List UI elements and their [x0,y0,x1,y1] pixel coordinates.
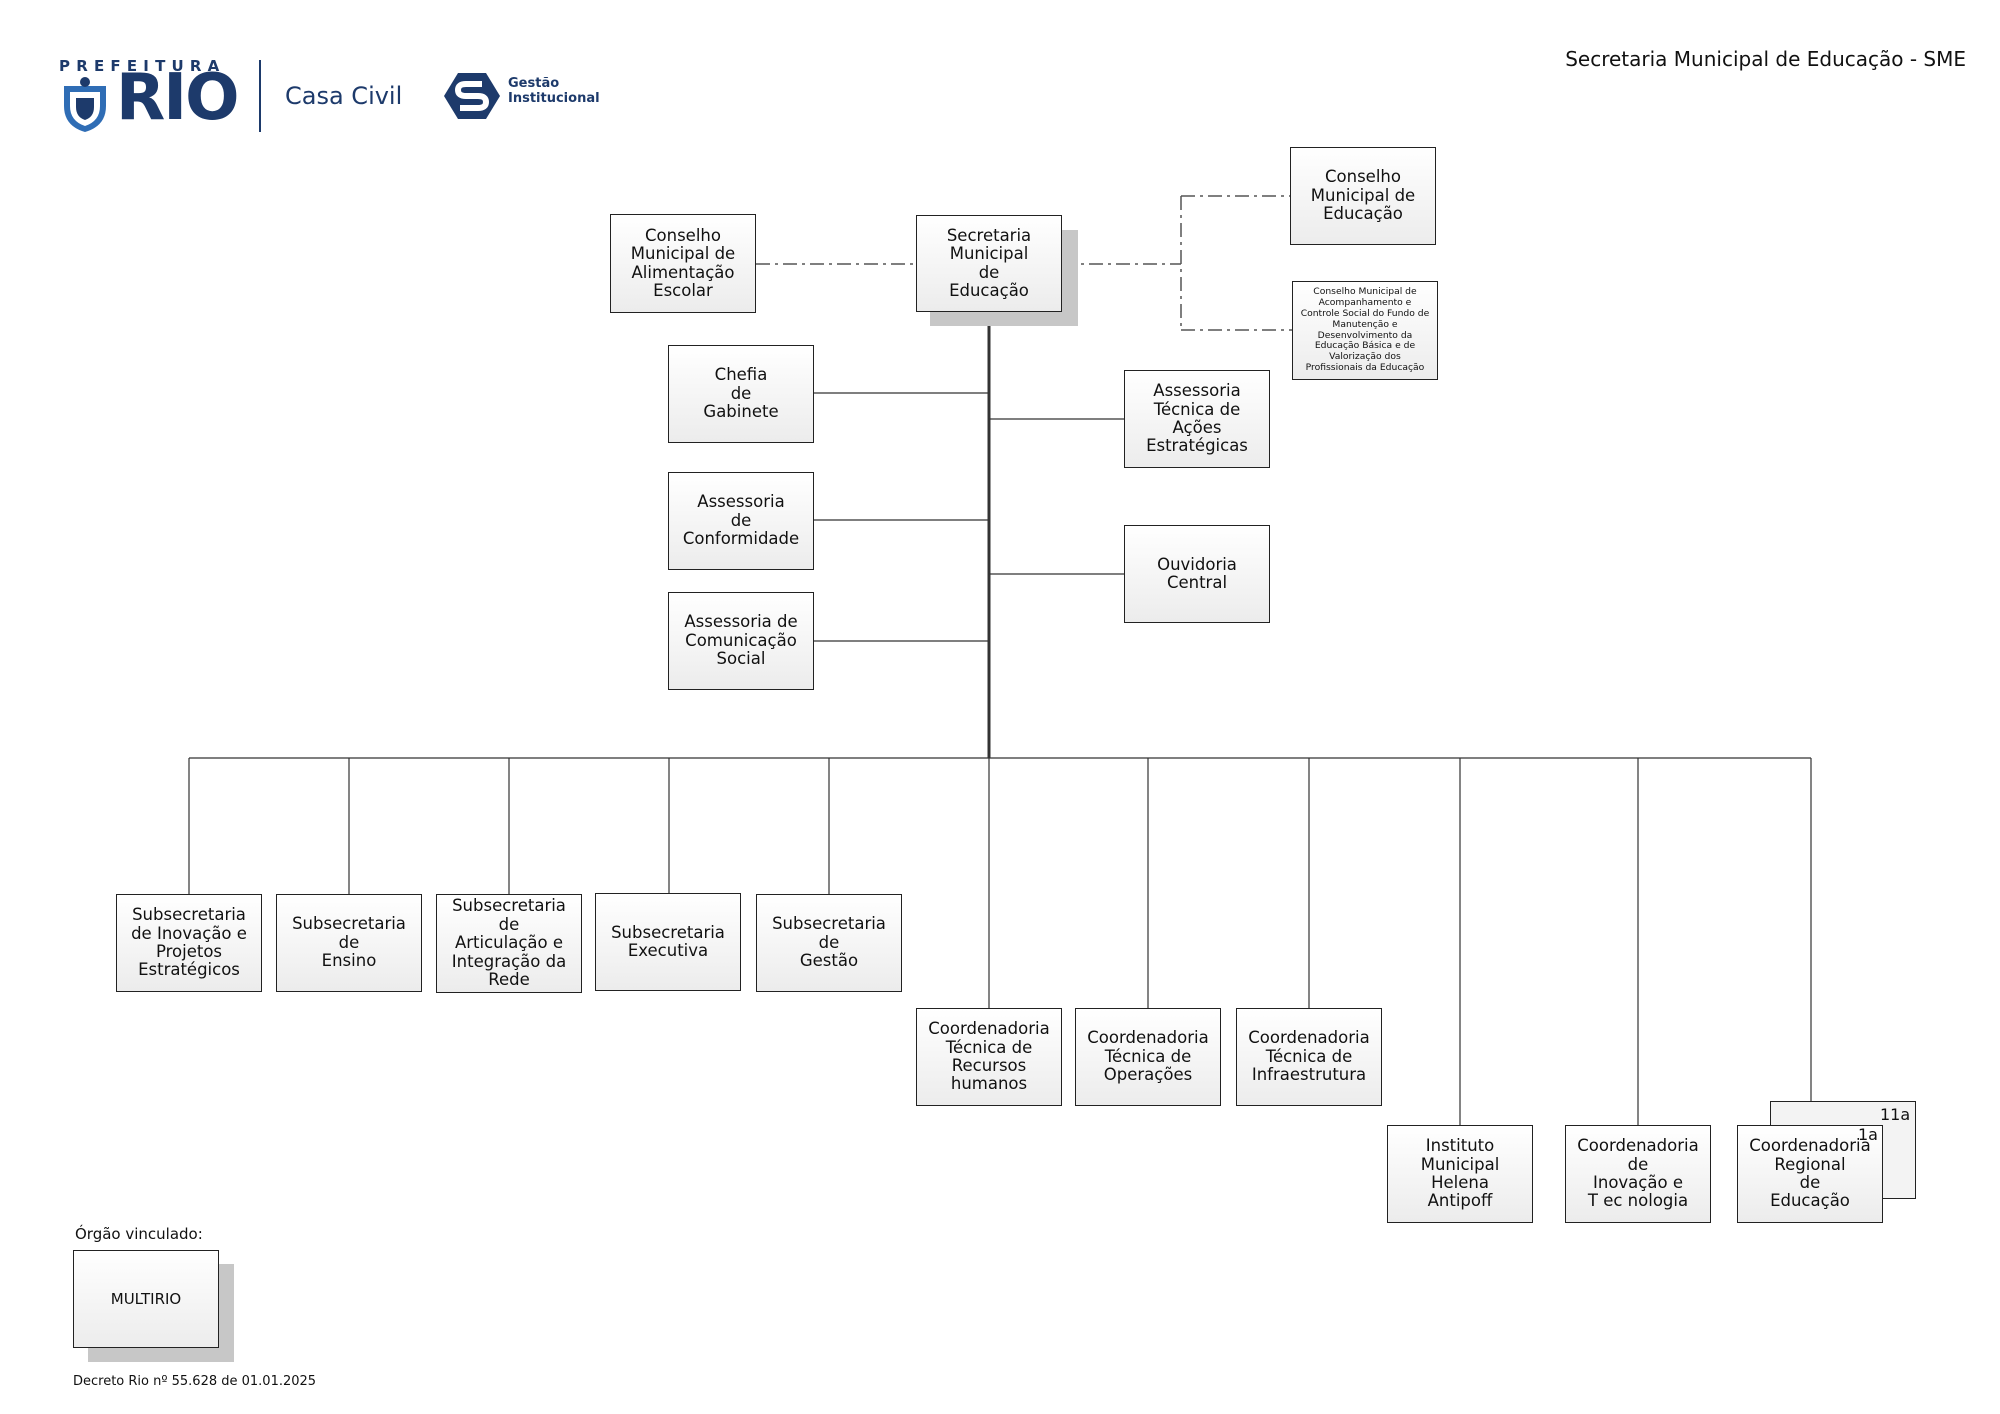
rio-wordmark: RIO [116,61,239,135]
coordenadoria-inovacao-tecnologia-label: Coordenadoria de Inovação e T ec nologia [1577,1136,1699,1211]
conselho-fundeb-box[interactable]: Conselho Municipal de Acompanhamento e C… [1292,281,1438,380]
coordenadoria-operacoes-box[interactable]: Coordenadoria Técnica de Operações [1075,1008,1221,1106]
subsecretaria-gestao-label: Subsecretaria de Gestão [772,914,886,971]
assessoria-acoes-label: Assessoria Técnica de Ações Estratégicas [1146,381,1248,456]
coordenadoria-regional-last-number: 11a [1880,1105,1911,1124]
decreto-footnote: Decreto Rio nº 55.628 de 01.01.2025 [73,1374,317,1389]
conselho-educacao-label: Conselho Municipal de Educação [1310,167,1416,224]
assessoria-acoes-box[interactable]: Assessoria Técnica de Ações Estratégicas [1124,370,1270,468]
coordenadoria-inovacao-tecnologia-box[interactable]: Coordenadoria de Inovação e T ec nologia [1565,1125,1711,1223]
orgao-vinculado-caption: Órgão vinculado: [75,1225,203,1243]
subsecretaria-ensino-box[interactable]: Subsecretaria de Ensino [276,894,422,992]
ouvidoria-central-box[interactable]: Ouvidoria Central [1124,525,1270,623]
assessoria-comunicacao-label: Assessoria de Comunicação Social [684,612,798,669]
chefia-gabinete-box[interactable]: Chefia de Gabinete [668,345,814,443]
page-title: Secretaria Municipal de Educação - SME [1565,47,1966,71]
subsecretaria-executiva-box[interactable]: Subsecretaria Executiva [595,893,741,991]
instituto-helena-antipoff-label: Instituto Municipal Helena Antipoff [1420,1136,1500,1211]
logo-divider [259,60,261,132]
subsecretaria-gestao-box[interactable]: Subsecretaria de Gestão [756,894,902,992]
institucional-wordmark: Institucional [508,91,600,106]
coordenadoria-recursos-humanos-box[interactable]: Coordenadoria Técnica de Recursos humano… [916,1008,1062,1106]
multirio-label: MULTIRIO [110,1289,182,1308]
instituto-helena-antipoff-box[interactable]: Instituto Municipal Helena Antipoff [1387,1125,1533,1223]
coordenadoria-regional-box[interactable]: Coordenadoria Regional de Educação [1737,1125,1883,1223]
secretaria-municipal-box[interactable]: Secretaria Municipal de Educação [916,215,1062,312]
coordenadoria-recursos-humanos-label: Coordenadoria Técnica de Recursos humano… [928,1019,1050,1094]
subsecretaria-inovacao-label: Subsecretaria de Inovação e Projetos Est… [131,905,247,980]
conselho-fundeb-label: Conselho Municipal de Acompanhamento e C… [1300,286,1430,374]
secretaria-municipal-label: Secretaria Municipal de Educação [946,225,1032,300]
gestao-institucional-icon [444,73,500,119]
subsecretaria-articulacao-box[interactable]: Subsecretaria de Articulação e Integraçã… [436,894,582,993]
subsecretaria-ensino-label: Subsecretaria de Ensino [292,914,406,971]
conselho-educacao-box[interactable]: Conselho Municipal de Educação [1290,147,1436,245]
prefeitura-wordmark: PREFEITURA [59,57,226,75]
subsecretaria-executiva-label: Subsecretaria Executiva [611,922,725,960]
multirio-box[interactable]: MULTIRIO [73,1250,219,1348]
coordenadoria-regional-first-number: 1a [1858,1125,1878,1144]
subsecretaria-inovacao-box[interactable]: Subsecretaria de Inovação e Projetos Est… [116,894,262,992]
coordenadoria-regional-label: Coordenadoria Regional de Educação [1749,1136,1871,1211]
assessoria-conformidade-label: Assessoria de Conformidade [682,492,800,549]
conselho-alimentacao-box[interactable]: Conselho Municipal de Alimentação Escola… [610,214,756,313]
city-coat-of-arms-icon [64,77,106,132]
coordenadoria-infraestrutura-box[interactable]: Coordenadoria Técnica de Infraestrutura [1236,1008,1382,1106]
ouvidoria-central-label: Ouvidoria Central [1157,554,1237,592]
chefia-gabinete-label: Chefia de Gabinete [703,365,779,422]
assessoria-comunicacao-box[interactable]: Assessoria de Comunicação Social [668,592,814,690]
subsecretaria-articulacao-label: Subsecretaria de Articulação e Integraçã… [451,896,567,990]
conselho-alimentacao-label: Conselho Municipal de Alimentação Escola… [630,225,736,300]
coordenadoria-infraestrutura-label: Coordenadoria Técnica de Infraestrutura [1248,1028,1370,1085]
assessoria-conformidade-box[interactable]: Assessoria de Conformidade [668,472,814,570]
coordenadoria-operacoes-label: Coordenadoria Técnica de Operações [1087,1028,1209,1085]
gestao-wordmark: Gestão [508,76,560,91]
casa-civil-wordmark: Casa Civil [285,82,403,110]
